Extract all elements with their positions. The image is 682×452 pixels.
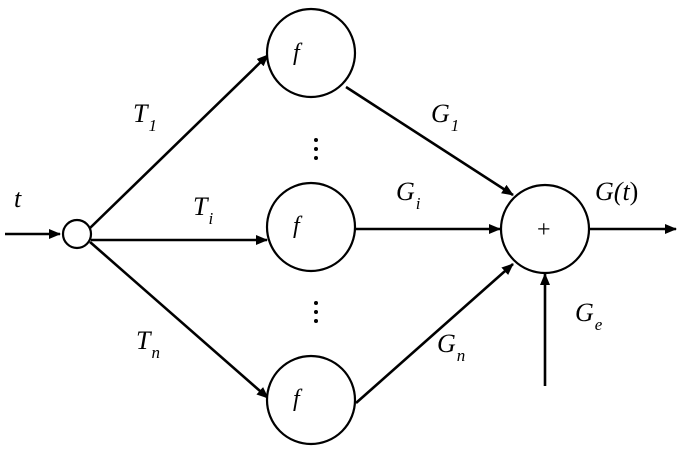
ellipsis-upper xyxy=(314,138,318,160)
edge-fn-to-sum xyxy=(355,263,514,404)
label-Ti: Ti xyxy=(193,192,213,228)
input-node xyxy=(61,218,93,250)
output-label: G(t) xyxy=(595,177,638,206)
function-label-i: f xyxy=(293,213,303,239)
function-label-1: f xyxy=(293,40,303,66)
input-label: t xyxy=(14,184,22,213)
edge-f1-to-sum xyxy=(345,85,514,197)
label-Gn: Gn xyxy=(437,329,465,365)
function-node-i xyxy=(265,181,357,273)
ellipsis-lower xyxy=(314,301,318,323)
label-Ge: Ge xyxy=(575,298,603,334)
label-T1: T1 xyxy=(133,99,157,135)
sum-symbol: + xyxy=(537,217,551,243)
edge-input-to-fn xyxy=(89,241,269,399)
label-G1: G1 xyxy=(431,99,459,135)
function-label-n: f xyxy=(293,386,303,412)
label-Gi: Gi xyxy=(396,177,421,213)
edge-input-to-f1 xyxy=(89,54,269,229)
label-Tn: Tn xyxy=(136,326,160,362)
function-node-1 xyxy=(265,7,357,99)
function-node-n xyxy=(265,354,357,446)
